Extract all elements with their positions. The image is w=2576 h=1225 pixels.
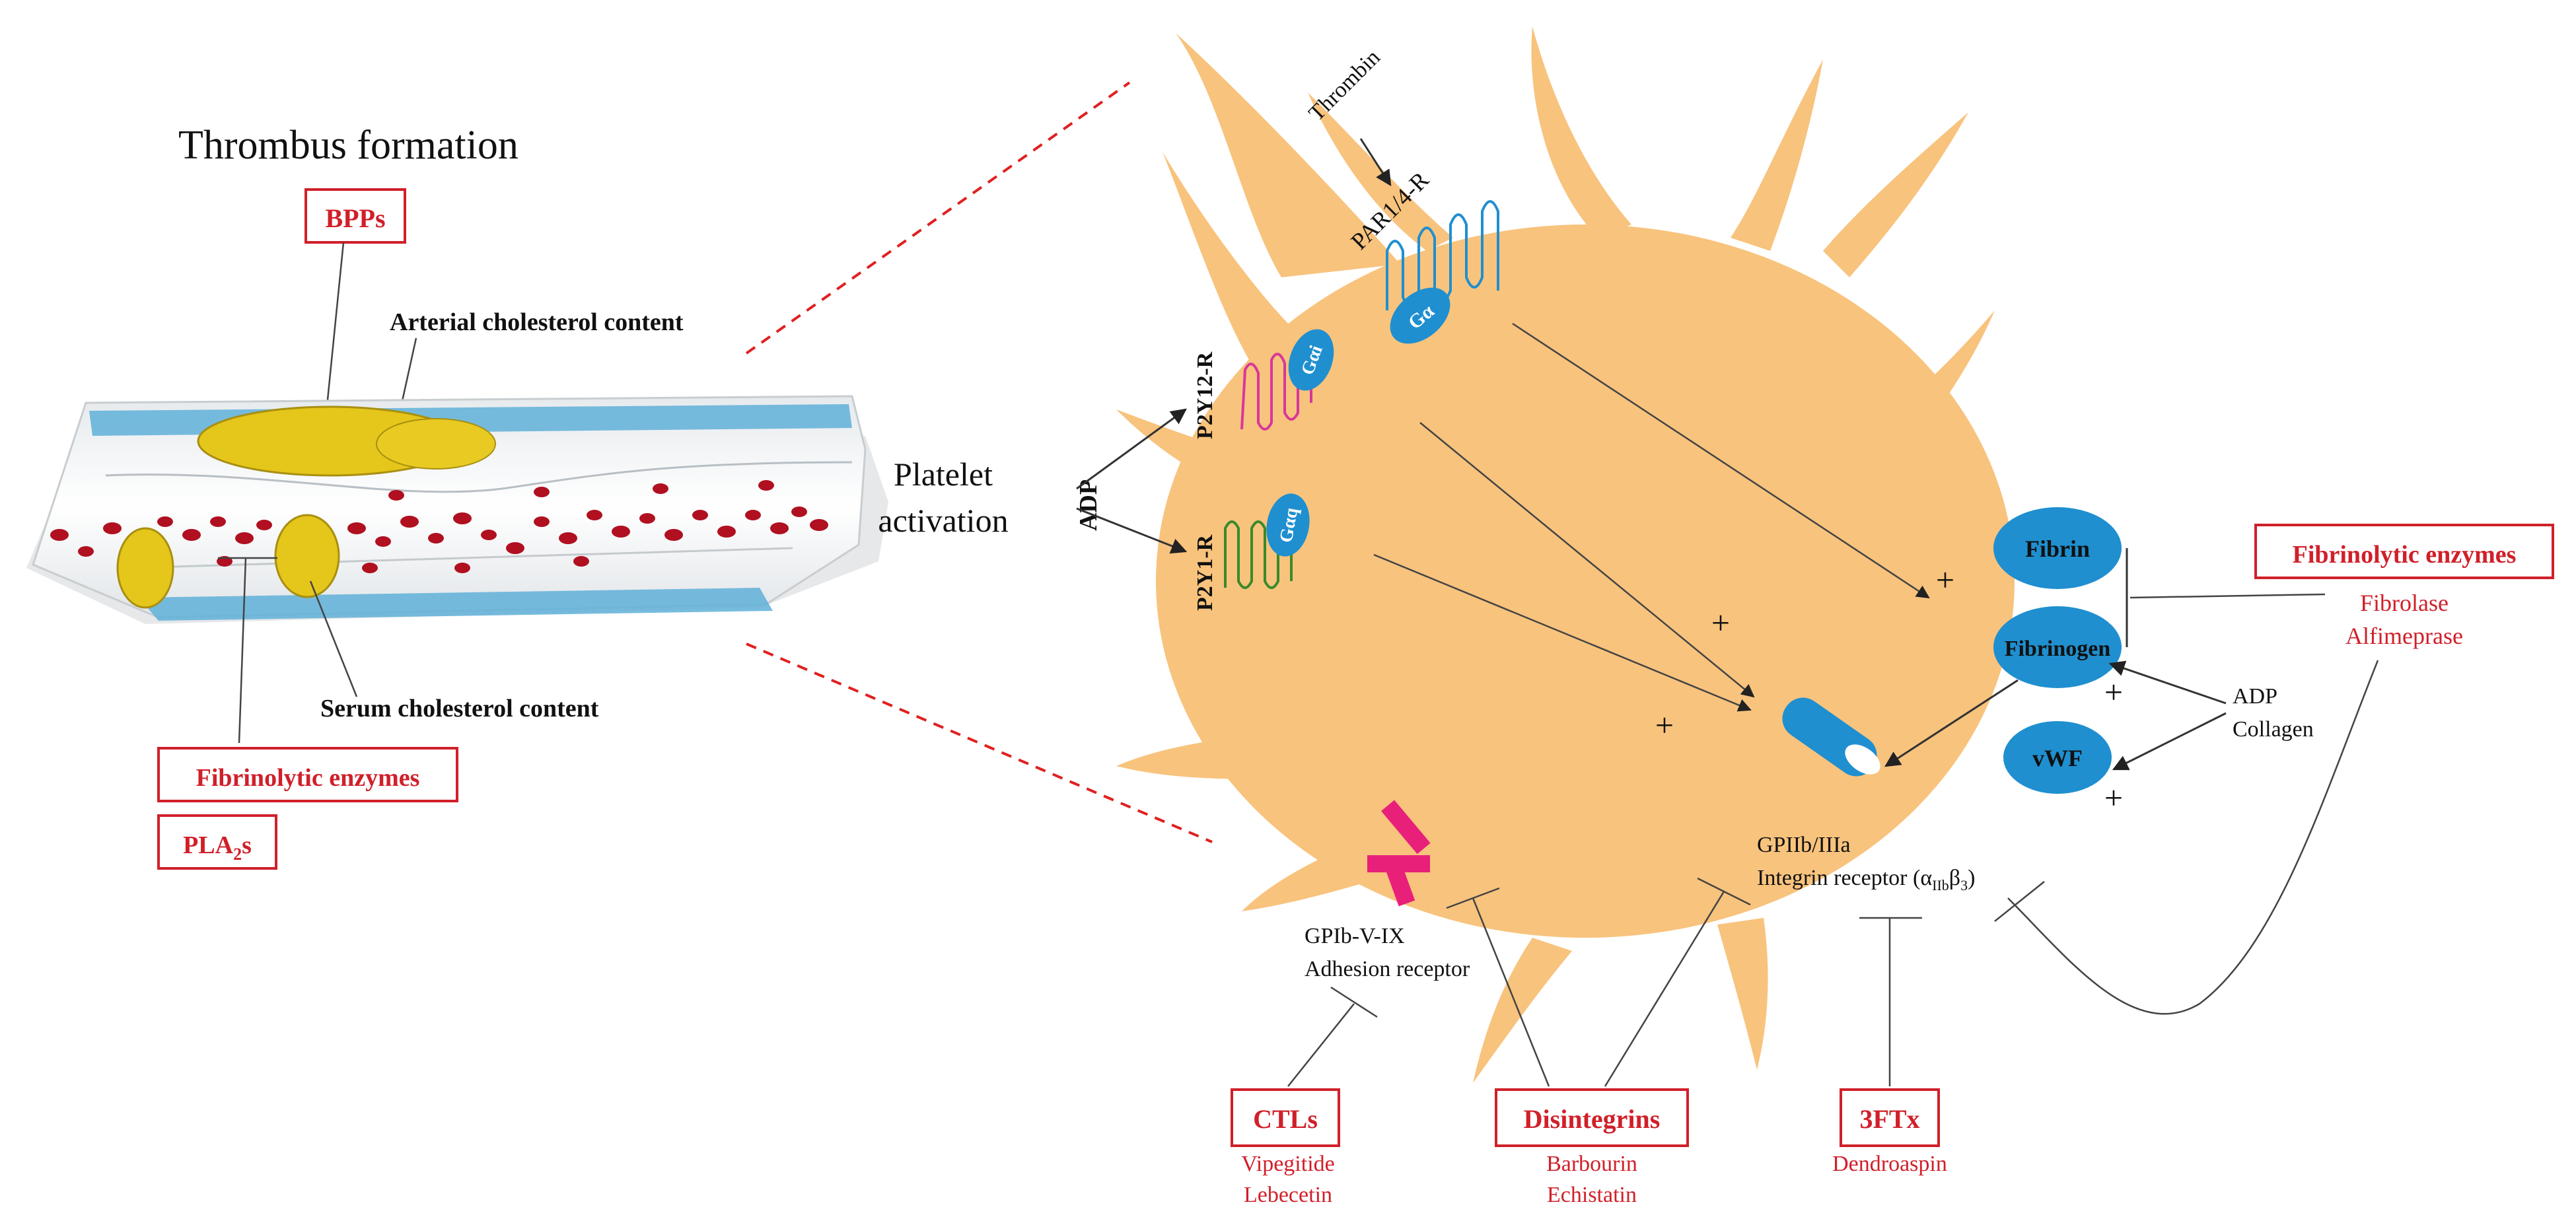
barbourin-label: Barbourin [1546,1152,1637,1176]
pla2s-sub: 2 [233,845,242,864]
disintegrins-label: Disintegrins [1524,1104,1661,1134]
vessel-lumen-fold [105,461,853,493]
alfimeprase-label: Alfimeprase [2345,623,2463,649]
gai-oval [1288,329,1334,391]
ctls-pointer [1287,1003,1355,1087]
gpiib-sub2: 3 [1960,877,1968,893]
plus-fibrin: + [1936,561,1954,598]
pla2s-box [157,814,277,870]
platelet-cell [1116,26,2015,1083]
lebecetin-label: Lebecetin [1244,1183,1332,1207]
gpiib-pre: Integrin receptor (α [1757,866,1932,890]
adp-center-label: ADP [1075,479,1102,531]
3ftx-box [1840,1088,1940,1147]
fibrolase-label: Fibrolase [2360,590,2449,616]
ctls-inhibit-cap [1330,986,1378,1018]
collagen-label: Collagen [2233,717,2314,742]
bpps-box [304,188,406,244]
gpib-line2: Adhesion receptor [1305,957,1470,981]
adp-collagen-to-vwf-arrow [2112,712,2227,771]
p2y12-label: P2Y12-R [1193,351,1217,439]
disintegrins-pointer-right [1604,891,1725,1087]
vwf-label: vWF [2032,745,2083,771]
fibrinolytic-right-pointer [2129,593,2326,599]
fibrinolytic-left-pointer [238,557,247,744]
serum-cholesterol-label: Serum cholesterol content [320,695,599,722]
ga-oval [1390,287,1450,344]
thrombus-title: Thrombus formation [178,123,519,168]
disintegrins-cap-left [1446,887,1500,909]
gpiib-line1: GPIIb/IIIa [1757,833,1851,857]
adp-collagen-to-fibrinogen-arrow [2108,660,2227,705]
adp-right-label: ADP [2233,684,2277,709]
zoom-line-bottom [746,643,1213,843]
vessel-lumen-fold-2 [131,547,793,569]
thrombin-arrow [1359,138,1392,187]
blood-vessel-illustration [26,395,888,624]
fibrinolytic-right-box [2254,524,2554,579]
integrin-receptor-shape [1782,697,1880,777]
zoom-line-top [745,81,1131,355]
fibrin-label: Fibrin [2025,536,2090,562]
serum-pointer [309,580,358,697]
plus-fibrinogen: + [2104,674,2123,711]
serum-plaque-2 [274,514,340,598]
gaq-oval [1266,493,1310,557]
plus-vwf: + [2104,779,2123,816]
fibrinogen-label: Fibrinogen [2005,637,2111,661]
p2y12-to-integrin-arrow [1419,422,1755,698]
fibrinogen-oval [1993,606,2122,688]
fibrinolytic-right-label: Fibrinolytic enzymes [2293,541,2517,569]
bpps-label: BPPs [325,203,385,233]
gpib-line1: GPIb-V-IX [1305,924,1405,948]
ctls-box [1231,1088,1340,1147]
arterial-plaque-2 [376,418,496,470]
platelet-activation-line2: activation [878,502,1008,539]
red-blood-cells [50,480,828,573]
gpiib-close: ) [1968,866,1975,890]
p2y1-label: P2Y1-R [1193,534,1217,611]
serum-plaque-1 [116,527,174,609]
fibrinolytic-left-box [157,747,458,802]
par-to-fibrin-arrow [1512,322,1930,599]
ctls-label: CTLs [1253,1104,1318,1134]
gpiib-sub1: IIb [1932,877,1949,893]
disintegrins-pointer-left [1472,897,1550,1087]
fibrinolytic-inhibit-cap [1994,881,2045,922]
pla2s-main: PLA [183,831,234,859]
plus-platelet-2: + [1655,707,1674,744]
gpiib-line2: Integrin receptor (αIIbβ3) [1757,866,1975,893]
arterial-cholesterol-label: Arterial cholesterol content [390,308,684,336]
fibrinogen-to-integrin-arrow [1884,679,2019,767]
platelet-activation-line1: Platelet [894,456,993,493]
adp-to-p2y1-arrow [1076,507,1188,554]
thrombin-label: Thrombin [1304,45,1384,125]
echistatin-label: Echistatin [1547,1183,1637,1207]
pla2s-label: PLA2s [183,831,252,864]
adp-to-p2y12-arrow [1076,408,1187,490]
plus-platelet-1: + [1711,604,1730,641]
p2y1-to-integrin-arrow [1373,553,1752,712]
gpib-receptor-shape [1367,800,1431,907]
dendroaspin-label: Dendroaspin [1832,1152,1947,1176]
vipegitide-label: Vipegitide [1241,1152,1334,1176]
fibrin-oval [1993,507,2122,589]
3ftx-label: 3FTx [1859,1104,1919,1134]
disintegrins-cap-right [1697,877,1751,906]
vwf-oval [2003,721,2112,794]
fibrinolytic-to-integrin-curve [2007,660,2379,1015]
pla2s-tail: s [242,831,252,859]
disintegrins-box [1495,1088,1689,1147]
fibrinolytic-left-label: Fibrinolytic enzymes [196,764,420,792]
gpiib-beta: β [1949,866,1960,890]
